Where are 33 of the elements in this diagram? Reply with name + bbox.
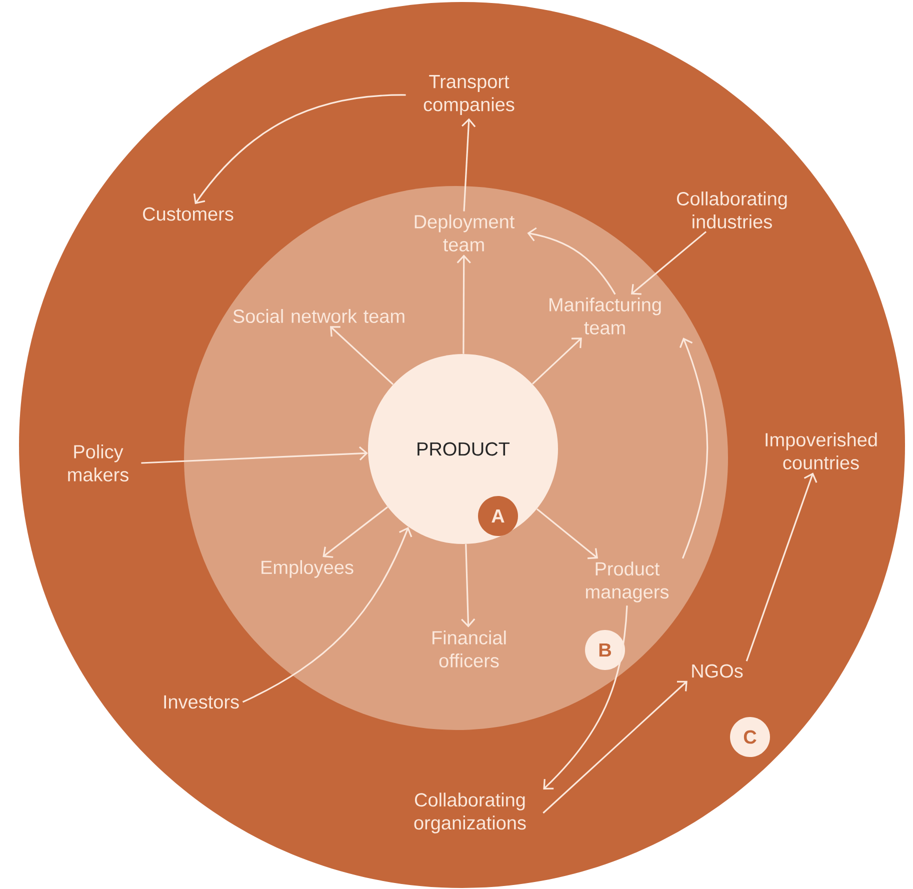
- arrow: [322, 506, 388, 558]
- arrow: [746, 472, 818, 662]
- stakeholder-label: Product managers: [586, 562, 669, 602]
- arrow: [462, 118, 476, 212]
- stakeholder-label: Collaborating organizations: [414, 792, 526, 834]
- stakeholder-label: Social network team: [233, 309, 404, 323]
- arrow: [630, 231, 707, 295]
- stakeholder-label: Employees: [262, 560, 354, 578]
- letter-badge: B: [585, 630, 625, 670]
- stakeholder-label: Financial officers: [432, 630, 506, 668]
- stakeholder-label: Collaborating industries: [676, 192, 787, 228]
- arrow: [456, 254, 471, 354]
- stakeholder-label: Policy makers: [68, 444, 128, 482]
- stakeholder-label: Manifacturing team: [550, 298, 661, 334]
- arrow: [527, 227, 616, 295]
- stakeholder-label: Customers: [143, 207, 234, 221]
- letter-badge: C: [730, 717, 770, 757]
- stakeholder-label: Impoverished countries: [766, 432, 877, 470]
- stakeholder-label: Investors: [164, 695, 239, 709]
- arrow: [536, 508, 598, 560]
- arrow: [543, 606, 628, 790]
- arrow: [542, 680, 688, 814]
- arrow: [141, 446, 368, 464]
- letter-badge: A: [478, 496, 518, 536]
- arrow: [242, 527, 412, 703]
- stakeholder-label: Deployment team: [414, 214, 515, 252]
- arrow: [679, 338, 708, 559]
- stakeholder-label: Transport companies: [424, 75, 514, 115]
- stakeholder-label: NGOs: [692, 664, 743, 678]
- arrow: [532, 338, 582, 385]
- arrow: [461, 544, 476, 628]
- arrow: [330, 326, 394, 385]
- arrow: [193, 94, 406, 204]
